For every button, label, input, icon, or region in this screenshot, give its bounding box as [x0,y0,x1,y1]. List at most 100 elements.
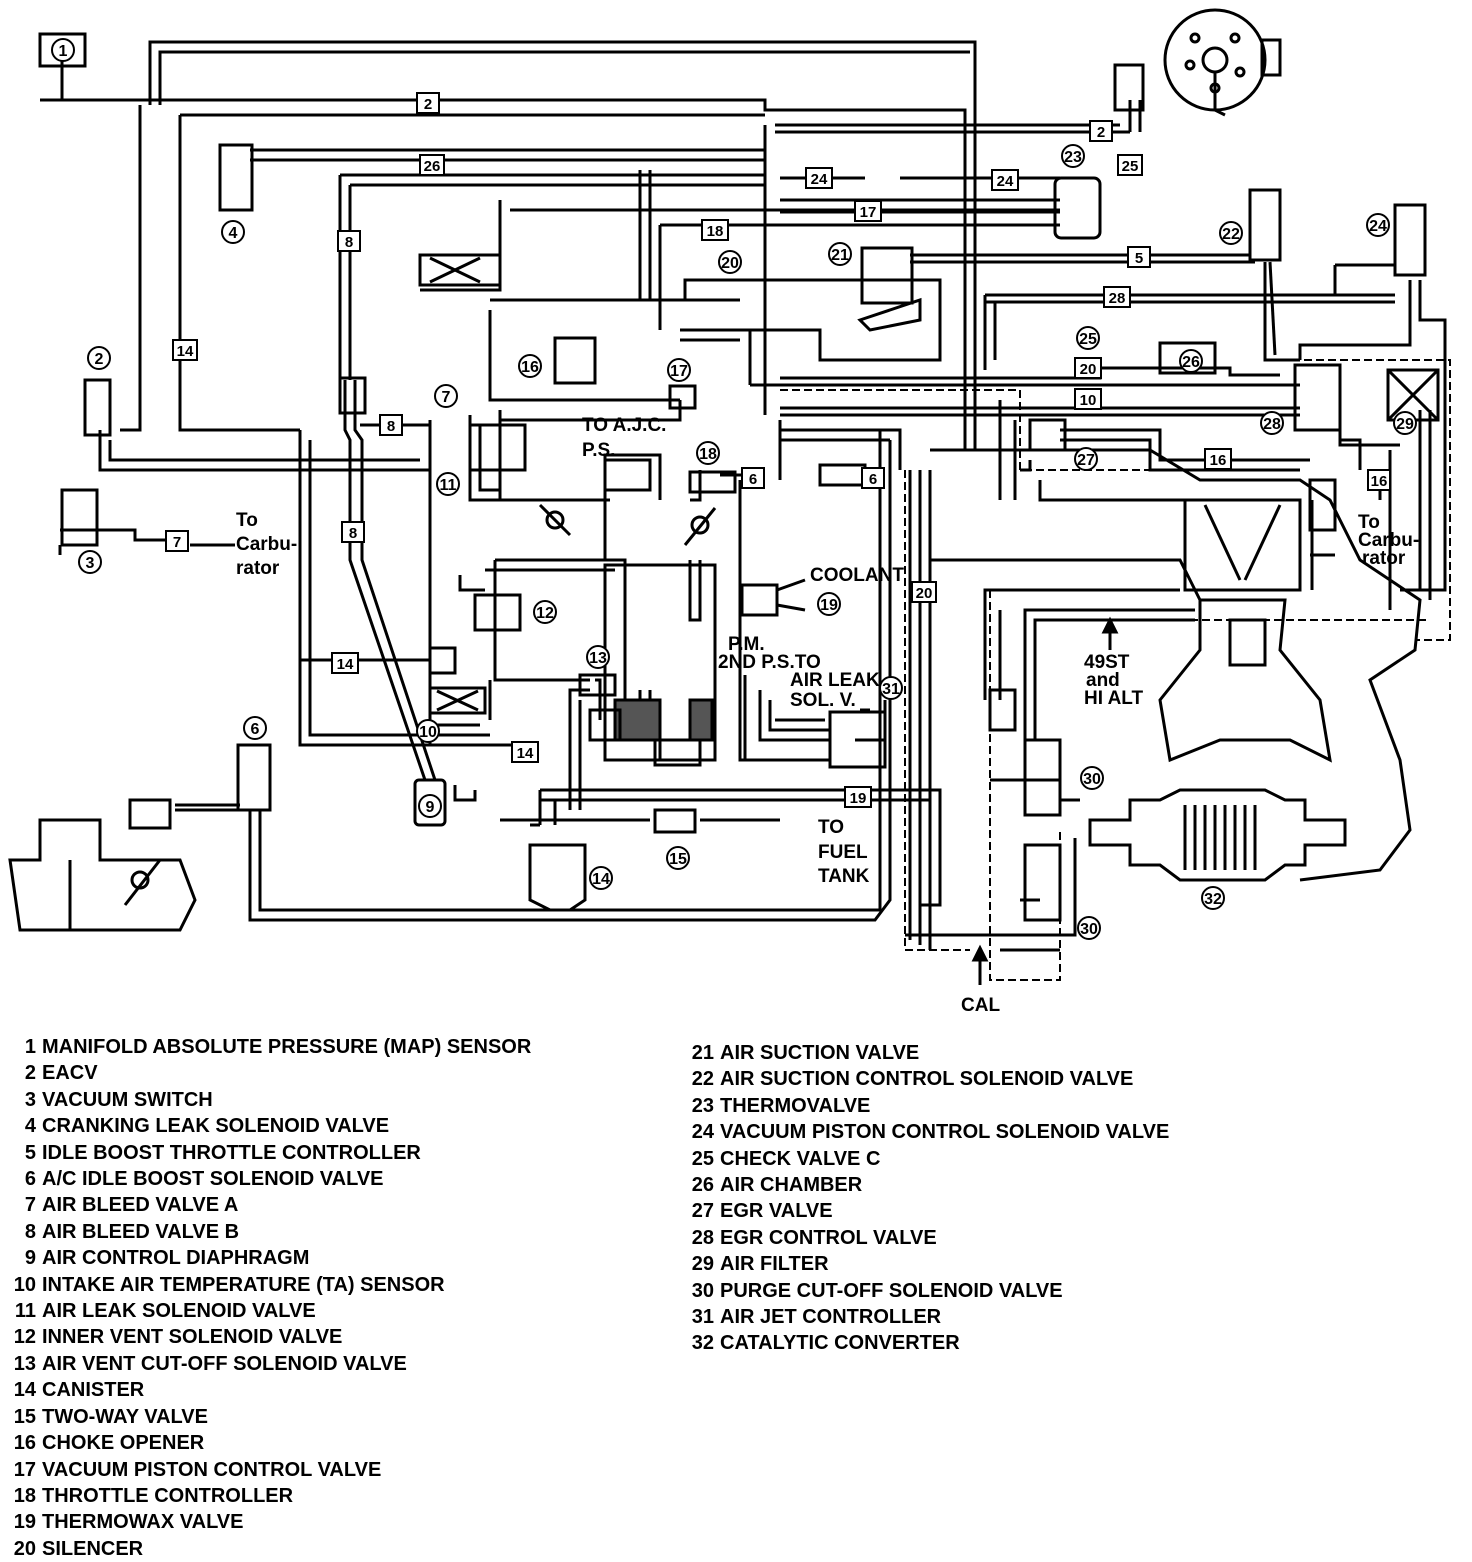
svg-text:10: 10 [1080,392,1097,409]
callout-label: 6 [251,721,260,738]
callout-label: 11 [440,477,457,494]
legend-item-name: CANISTER [42,1379,145,1402]
svg-text:24: 24 [997,173,1014,190]
cranking-leak-valve [218,143,254,212]
catalytic-converter [1088,788,1347,882]
legend-item-number: 5 [24,1141,36,1164]
legend-item-number: 13 [13,1352,36,1375]
hose-tag: 14 [172,339,198,361]
hose-tag: 18 [701,219,729,241]
legend-item-number: 25 [691,1147,714,1170]
svg-text:16: 16 [1210,452,1227,469]
callout-labels: 1 2 3 4 6 7 9 10 11 12 13 14 15 16 17 18… [59,43,1414,908]
legend-item-name: CHOKE OPENER [42,1432,205,1455]
legend-item-name: CRANKING LEAK SOLENOID VALVE [42,1115,390,1138]
hose-tag: 6 [741,467,765,489]
legend-left: 1 MANIFOLD ABSOLUTE PRESSURE (MAP) SENSOR… [0,1034,532,1562]
hose-tag: 16 [1367,469,1391,491]
vacuum-switch [60,488,99,547]
second-ps-label: 2ND P.S.TO [718,652,821,673]
legend-item-number: 1 [24,1036,36,1058]
callout-label: 31 [882,681,900,698]
legend-item-number: 26 [691,1174,714,1197]
hose-tag: 6 [861,467,885,489]
legend-item-name: AIR BLEED VALVE B [42,1220,240,1243]
legend-item-name: AIR SUCTION VALVE [720,1042,920,1064]
legend-item-name: THROTTLE CONTROLLER [42,1484,294,1507]
legend-item-name: AIR FILTER [720,1253,829,1276]
callout-label: 4 [229,225,238,242]
svg-text:5: 5 [1135,250,1143,267]
callout-label: 10 [419,724,437,741]
hose-tag: 2 [416,92,440,114]
svg-text:20: 20 [916,585,933,602]
legend-item-name: VACUUM PISTON CONTROL VALVE [42,1458,382,1481]
cylinder-head [1183,498,1302,592]
to-ajc-label: TO A.J.C. [582,415,666,436]
legend-item-name: SILENCER [42,1537,144,1560]
legend-item-name: THERMOVALVE [720,1094,871,1117]
callout-label: 30 [1080,921,1098,938]
legend-item: 1 MANIFOLD ABSOLUTE PRESSURE (MAP) SENSOR [0,1034,531,1060]
svg-text:6: 6 [869,471,877,488]
hose-tag: 24 [805,167,833,189]
svg-text:28: 28 [1109,290,1126,307]
air-filter-box [418,253,502,287]
callout-label: 3 [86,555,95,572]
svg-text:7: 7 [173,534,181,551]
callout-label: 14 [592,871,610,888]
to-carburetor-right-1: To [1358,512,1380,533]
hose-tag: 19 [844,786,872,808]
callout-label: 32 [1204,891,1222,908]
legend-item-number: 17 [13,1458,36,1481]
svg-text:26: 26 [424,158,441,175]
callout-label: 19 [820,597,838,614]
legend-item-number: 10 [13,1273,36,1296]
callout-label: 7 [442,389,451,406]
legend-item-number: 27 [691,1200,714,1223]
diagram-text-labels: To Carbu- rator To Carbu- rator TO A.J.C… [236,415,1419,887]
callout-label: 23 [1064,149,1082,166]
map-sensor-box [38,32,87,68]
st49-label-1: 49ST [1084,652,1130,673]
legend-item-number: 24 [691,1121,714,1144]
svg-text:14: 14 [517,745,534,762]
hose-tag: 14 [511,741,539,763]
callout-label: 17 [670,363,688,380]
ac-idle-boost-valve [236,743,272,812]
filter-element [428,686,487,715]
legend-item-name: MANIFOLD ABSOLUTE PRESSURE (MAP) SENSOR [42,1036,532,1058]
air-suction-valve [860,246,914,305]
legend-item-name: TWO-WAY VALVE [42,1405,208,1428]
silencer-20 [680,278,942,362]
legend-item-name: EGR VALVE [720,1200,833,1223]
callout-label: 9 [426,799,435,816]
legend-item-number: 32 [691,1332,714,1355]
to-carburetor-left-1: To [236,510,258,531]
hose-tag: 28 [1103,286,1131,308]
air-leak-label-2: SOL. V. [790,690,856,711]
callout-label: 28 [1263,416,1281,433]
legend-item-name: EACV [42,1062,98,1085]
callout-label: 30 [1083,771,1101,788]
hose-tags: 2 2 26 24 24 17 18 8 8 8 14 14 14 7 5 28… [165,92,1391,808]
engine-components [8,8,1440,985]
svg-text:18: 18 [707,223,724,240]
callout-label: 15 [669,851,687,868]
callout-label: 29 [1396,416,1414,433]
legend-item-number: 19 [13,1511,36,1534]
hose-tag: 10 [1074,388,1102,410]
